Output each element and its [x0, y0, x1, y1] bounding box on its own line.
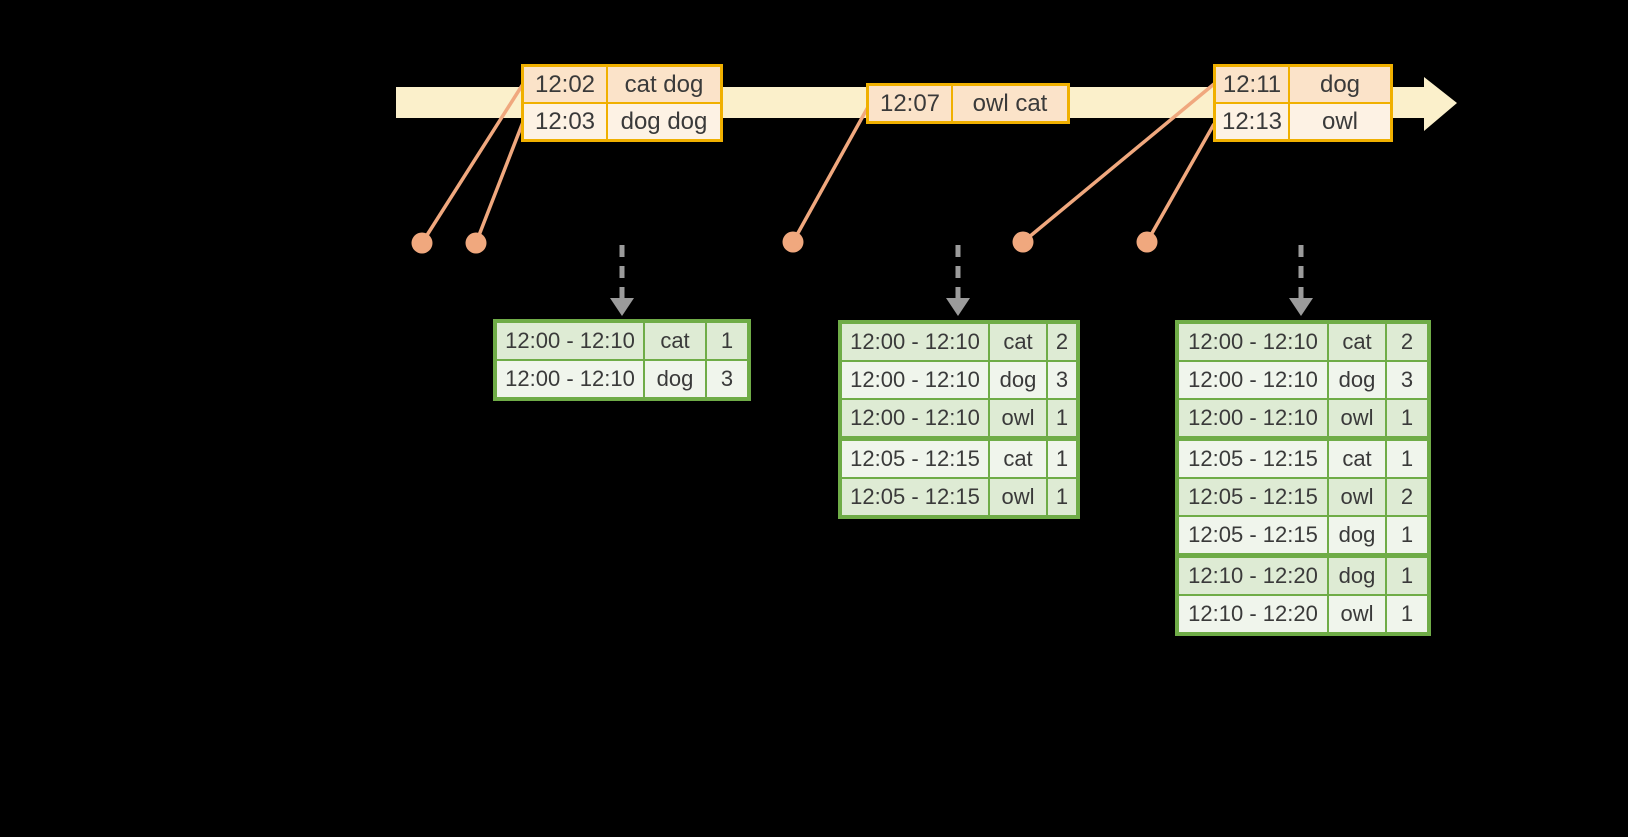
connector-line: [474, 121, 525, 244]
window-cell: 12:00 - 12:10: [842, 362, 988, 398]
event-time-cell: 12:11: [1216, 67, 1288, 102]
trigger-arrows: [610, 245, 1313, 316]
window-cell: 12:05 - 12:15: [1179, 479, 1327, 515]
count-cell: 1: [1387, 558, 1427, 594]
word-cell: owl: [990, 479, 1046, 515]
event-dot: [1012, 231, 1034, 253]
window-cell: 12:00 - 12:10: [497, 361, 643, 397]
count-cell: 1: [1387, 517, 1427, 553]
event-words-cell: owl cat: [953, 86, 1067, 121]
event-time-cell: 12:03: [524, 104, 606, 139]
count-cell: 1: [1387, 596, 1427, 632]
word-cell: cat: [645, 323, 705, 359]
window-cell: 12:00 - 12:10: [497, 323, 643, 359]
trigger-arrow: [946, 245, 970, 316]
count-cell: 2: [1048, 324, 1076, 360]
word-cell: dog: [645, 361, 705, 397]
word-cell: owl: [1329, 400, 1385, 436]
window-cell: 12:00 - 12:10: [1179, 362, 1327, 398]
window-cell: 12:05 - 12:15: [842, 441, 988, 477]
event-dot: [1136, 231, 1158, 253]
word-cell: dog: [1329, 362, 1385, 398]
event-words-cell: dog dog: [608, 104, 720, 139]
word-cell: dog: [990, 362, 1046, 398]
event-connector-lines: [420, 82, 1216, 244]
event-dot: [411, 232, 433, 254]
word-cell: cat: [990, 441, 1046, 477]
event-dot: [782, 231, 804, 253]
connector-line: [420, 83, 525, 244]
window-cell: 12:00 - 12:10: [1179, 324, 1327, 360]
word-cell: owl: [1329, 479, 1385, 515]
count-cell: 2: [1387, 324, 1427, 360]
count-cell: 1: [1387, 441, 1427, 477]
event-dot: [465, 232, 487, 254]
event-time-cell: 12:07: [869, 86, 951, 121]
trigger-arrow: [610, 245, 634, 316]
window-cell: 12:05 - 12:15: [842, 479, 988, 515]
window-cell: 12:05 - 12:15: [1179, 441, 1327, 477]
count-cell: 3: [1387, 362, 1427, 398]
count-cell: 1: [1048, 400, 1076, 436]
event-time-cell: 12:02: [524, 67, 606, 102]
event-words-cell: dog: [1290, 67, 1390, 102]
count-cell: 3: [1048, 362, 1076, 398]
count-cell: 1: [1048, 441, 1076, 477]
trigger-arrow: [1289, 245, 1313, 316]
count-cell: 3: [707, 361, 747, 397]
word-cell: owl: [1329, 596, 1385, 632]
word-cell: dog: [1329, 517, 1385, 553]
window-cell: 12:10 - 12:20: [1179, 558, 1327, 594]
event-words-cell: cat dog: [608, 67, 720, 102]
window-cell: 12:00 - 12:10: [842, 324, 988, 360]
word-cell: cat: [1329, 324, 1385, 360]
count-cell: 1: [707, 323, 747, 359]
window-cell: 12:00 - 12:10: [1179, 400, 1327, 436]
connector-line: [791, 106, 870, 243]
event-time-cell: 12:13: [1216, 104, 1288, 139]
connector-line: [1145, 123, 1216, 243]
connector-line: [1021, 82, 1216, 244]
window-cell: 12:10 - 12:20: [1179, 596, 1327, 632]
window-cell: 12:05 - 12:15: [1179, 517, 1327, 553]
word-cell: cat: [990, 324, 1046, 360]
count-cell: 1: [1048, 479, 1076, 515]
event-words-cell: owl: [1290, 104, 1390, 139]
word-cell: cat: [1329, 441, 1385, 477]
word-cell: dog: [1329, 558, 1385, 594]
event-dots: [411, 231, 1158, 254]
count-cell: 1: [1387, 400, 1427, 436]
word-cell: owl: [990, 400, 1046, 436]
count-cell: 2: [1387, 479, 1427, 515]
window-cell: 12:00 - 12:10: [842, 400, 988, 436]
